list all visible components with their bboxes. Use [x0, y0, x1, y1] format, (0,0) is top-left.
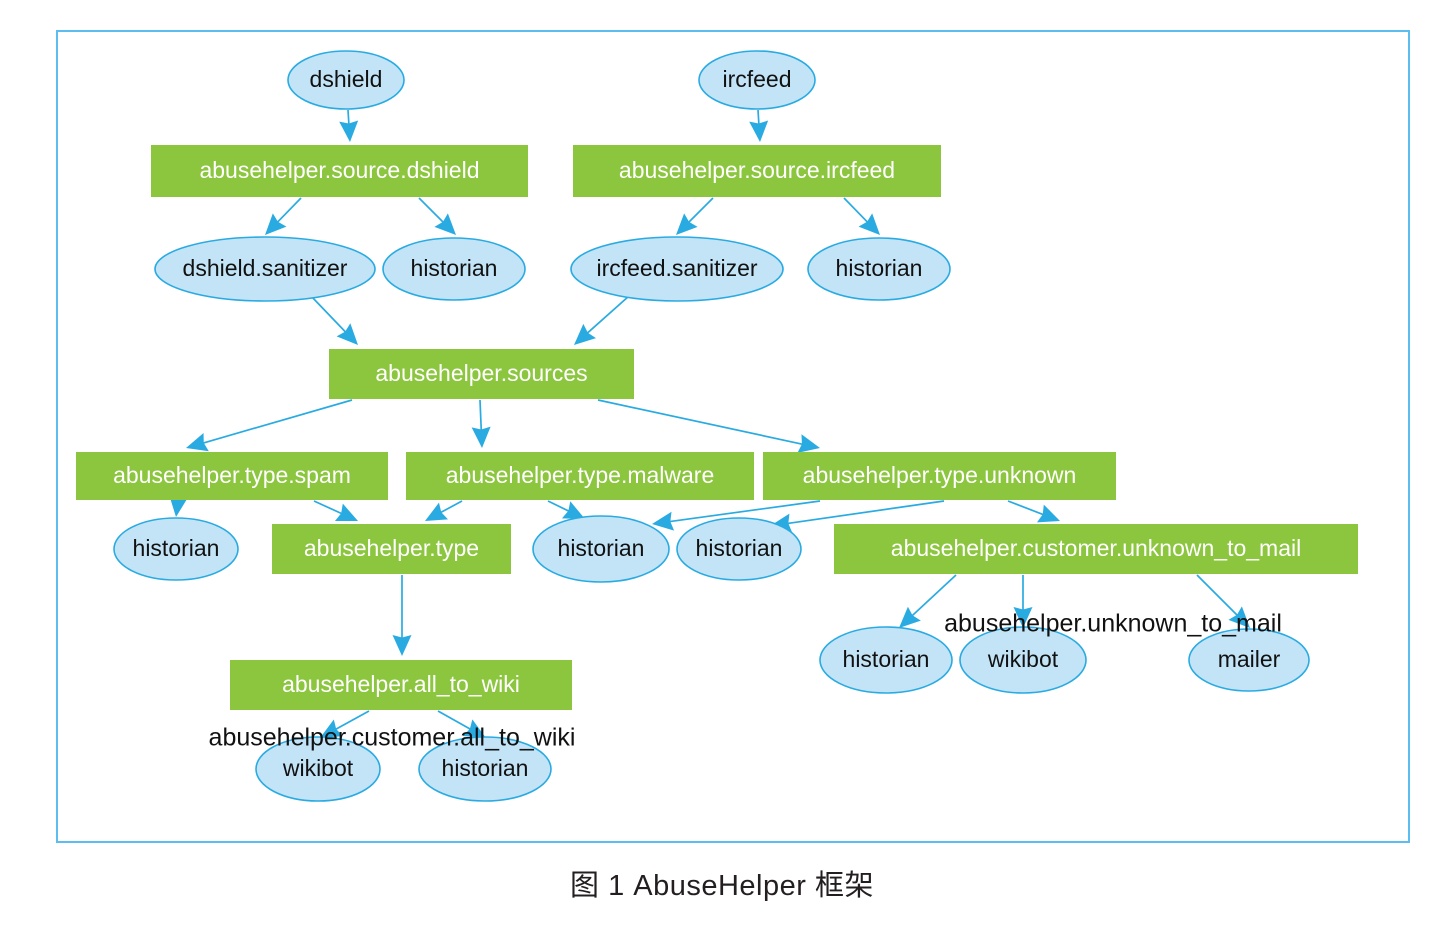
node-historian_a[interactable]: historian — [382, 237, 526, 301]
node-dshield[interactable]: dshield — [287, 50, 405, 110]
edge-type-to-all_to_wiki — [392, 575, 412, 656]
nodes-layer: dshield ircfeed abusehelper.source.dshield… — [76, 50, 1358, 802]
edge-sources-to-type_unknown — [597, 399, 820, 453]
edge-ircfeed_sanitizer-to-sources — [574, 295, 630, 345]
edge-type_unknown-to-historian_e — [770, 500, 945, 533]
edge-src_dshield-to-dshield_sanitizer — [265, 197, 302, 235]
edge-cust_unknown_mail-to-mailer — [1196, 574, 1250, 628]
node-historian_d[interactable]: historian — [532, 515, 670, 583]
node-label: wikibot — [987, 646, 1059, 672]
edge-type_malware-to-type — [425, 500, 463, 521]
node-historian_f[interactable]: historian — [819, 626, 953, 694]
node-label: abusehelper.source.dshield — [199, 157, 479, 183]
node-label: dshield — [310, 66, 383, 92]
node-type_spam[interactable]: abusehelper.type.spam — [76, 452, 388, 500]
node-label: dshield.sanitizer — [183, 255, 348, 281]
node-wikibot_b[interactable]: wikibot — [255, 736, 381, 802]
figure-caption: 图 1 AbuseHelper 框架 — [570, 870, 874, 902]
node-label: ircfeed — [722, 66, 791, 92]
node-label: abusehelper.customer.unknown_to_mail — [891, 535, 1301, 561]
edge-cust_unknown_mail-to-wikibot_a — [1013, 575, 1033, 628]
node-type_unknown[interactable]: abusehelper.type.unknown — [763, 452, 1116, 500]
node-mailer[interactable]: mailer — [1188, 628, 1310, 692]
edge-ircfeed-to-src_ircfeed — [749, 109, 769, 142]
node-label: abusehelper.sources — [375, 360, 587, 386]
node-historian_g[interactable]: historian — [418, 736, 552, 802]
diagram-frame: dshield ircfeed abusehelper.source.dshield… — [56, 30, 1410, 843]
node-label: mailer — [1218, 646, 1281, 672]
edge-type_spam-to-historian_c — [169, 494, 189, 517]
node-label: wikibot — [282, 755, 354, 781]
node-historian_b[interactable]: historian — [807, 237, 951, 301]
edge-label-lbl_unknown_to_mail: abusehelper.unknown_to_mail — [944, 610, 1282, 638]
edge-dshield_sanitizer-to-sources — [310, 295, 358, 345]
node-label: abusehelper.type.spam — [113, 462, 351, 488]
node-historian_e[interactable]: historian — [676, 517, 802, 581]
node-label: historian — [836, 255, 923, 281]
edge-type_unknown-to-cust_unknown_mail — [1007, 500, 1060, 523]
node-label: abusehelper.type.unknown — [803, 462, 1077, 488]
node-label: abusehelper.all_to_wiki — [282, 671, 520, 697]
edge-src_ircfeed-to-ircfeed_sanitizer — [676, 197, 714, 235]
node-ircfeed[interactable]: ircfeed — [698, 50, 816, 110]
node-sources[interactable]: abusehelper.sources — [329, 349, 634, 399]
edges-layer — [169, 109, 1250, 738]
edge-type_malware-to-historian_d — [547, 500, 585, 519]
free-labels-layer: abusehelper.unknown_to_mail abusehelper.c… — [209, 610, 1282, 752]
node-label: historian — [843, 646, 930, 672]
edge-sources-to-type_spam — [186, 399, 353, 452]
node-wikibot_a[interactable]: wikibot — [959, 626, 1087, 694]
node-label: historian — [133, 535, 220, 561]
node-src_dshield[interactable]: abusehelper.source.dshield — [151, 145, 528, 197]
edge-type_unknown-to-historian_d — [652, 500, 821, 531]
node-label: historian — [696, 535, 783, 561]
edge-src_ircfeed-to-historian_b — [843, 197, 880, 235]
node-label: abusehelper.type — [304, 535, 479, 561]
node-label: historian — [558, 535, 645, 561]
edge-sources-to-type_malware — [471, 399, 491, 448]
abusehelper-graph: dshield ircfeed abusehelper.source.dshield… — [76, 50, 1358, 802]
node-cust_unknown_mail[interactable]: abusehelper.customer.unknown_to_mail — [834, 524, 1358, 574]
node-type[interactable]: abusehelper.type — [272, 524, 511, 574]
edge-dshield-to-src_dshield — [339, 109, 359, 142]
node-dshield_sanitizer[interactable]: dshield.sanitizer — [154, 236, 376, 302]
node-ircfeed_sanitizer[interactable]: ircfeed.sanitizer — [570, 236, 784, 302]
node-label: historian — [411, 255, 498, 281]
edge-label-lbl_all_to_wiki: abusehelper.customer.all_to_wiki — [209, 724, 576, 752]
node-historian_c[interactable]: historian — [113, 517, 239, 581]
edge-src_dshield-to-historian_a — [418, 197, 456, 235]
node-type_malware[interactable]: abusehelper.type.malware — [406, 452, 754, 500]
node-src_ircfeed[interactable]: abusehelper.source.ircfeed — [573, 145, 941, 197]
node-label: historian — [442, 755, 529, 781]
node-label: abusehelper.source.ircfeed — [619, 157, 895, 183]
node-label: abusehelper.type.malware — [446, 462, 715, 488]
node-all_to_wiki[interactable]: abusehelper.all_to_wiki — [230, 660, 572, 710]
edge-type_spam-to-type — [313, 500, 358, 521]
edge-cust_unknown_mail-to-historian_f — [899, 574, 957, 628]
edge-all_to_wiki-to-wikibot_b — [320, 710, 370, 738]
edge-all_to_wiki-to-historian_g — [437, 710, 486, 738]
node-label: ircfeed.sanitizer — [596, 255, 757, 281]
